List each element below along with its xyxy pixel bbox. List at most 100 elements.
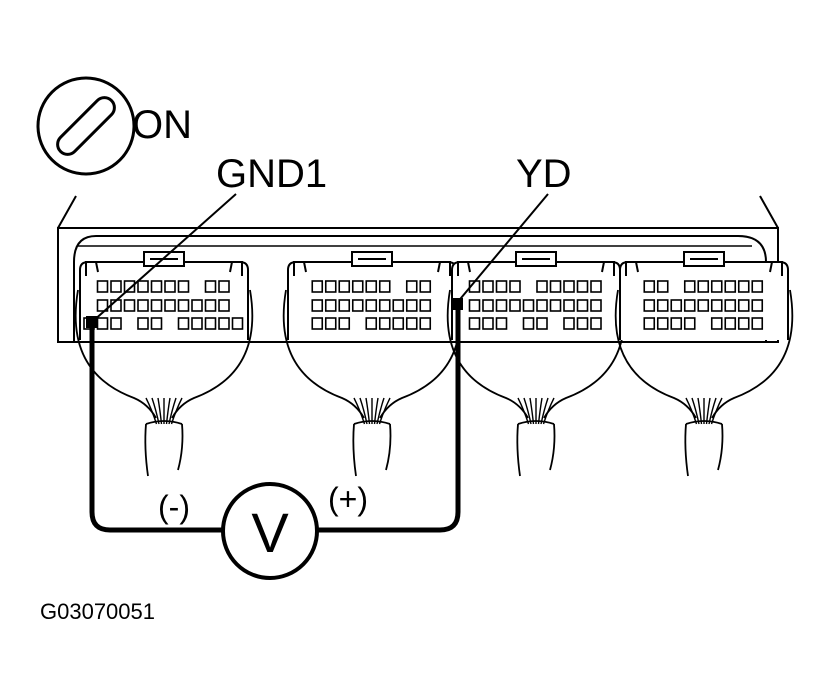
gnd1-probe-tip [86,316,98,328]
pin-cavity [419,280,432,293]
pin-cavity [670,299,683,312]
pin-cavity [522,299,535,312]
pin-cavity [177,280,190,293]
pin-cavity [218,280,230,293]
pin-cavity [365,299,378,312]
pin-cavity [419,317,432,330]
pin-cavity [204,299,217,312]
harness-sleeve [144,420,184,477]
pin-cavity [365,317,378,330]
harness-connectors [74,251,794,477]
pin-cavity [536,317,548,330]
pin-cavity [123,299,136,312]
pin-cavity [536,299,548,312]
pin-cavity [231,317,244,330]
pin-cavity [324,317,337,330]
pin-cavity [96,280,109,293]
harness-wire [353,397,366,425]
pin-cavity [737,299,750,312]
pin-cavity [751,299,764,312]
pin-cavity [164,299,176,312]
connector-clip-right [229,261,243,276]
harness-wire [517,397,530,425]
negative-meter-lead [89,324,222,533]
pin-cavity [590,317,602,330]
connector-clip-right [769,261,783,276]
pin-cavity [123,280,136,293]
pin-cavity [338,280,351,293]
pin-cavity [710,317,723,330]
pin-cavity [96,299,109,312]
pin-cavity [311,299,324,312]
pin-cavity [177,317,190,330]
pin-cavity [311,280,324,293]
pin-cavity [468,299,481,312]
pin-cavity [549,280,562,293]
pin-cavity [218,299,230,312]
connector-clip-right [601,261,615,276]
pin-cavity [751,317,764,330]
pin-cavity [683,299,696,312]
yd-leader-line [455,193,549,305]
pin-cavity [656,317,669,330]
pin-cavity [351,280,364,293]
pin-cavity [482,299,494,312]
pin-cavity [643,317,656,330]
pin-cavity [683,280,696,293]
figure-code: G03070051 [40,599,155,624]
pin-cavity [324,280,337,293]
pin-cavity [495,317,508,330]
pin-cavity [590,299,602,312]
harness-loop [74,289,254,419]
pin-cavity [365,280,378,293]
pin-cavity [468,317,481,330]
pin-cavity [150,280,163,293]
connector-4 [614,251,794,477]
pin-cavity [710,280,723,293]
pin-cavity [378,280,391,293]
pin-cavity [643,299,656,312]
harness-loop [614,289,794,419]
pin-cavity [324,299,337,312]
pin-cavity [590,280,602,293]
pin-cavity [495,280,508,293]
ignition-on-label: ON [132,103,192,147]
positive-lead-label: (+) [328,481,368,517]
pin-cavity [697,280,710,293]
harness-sleeve [352,420,392,477]
pin-cavity [576,299,589,312]
pin-cavity [378,317,391,330]
voltmeter-icon [221,482,319,580]
pin-cavity [137,299,149,312]
pin-cavity [338,317,351,330]
harness-wire [685,397,698,425]
pin-cavity [405,299,418,312]
pin-cavity [563,280,575,293]
connector-clip-left [457,261,471,276]
pin-cavity [204,317,217,330]
connector-clip-right [437,261,451,276]
pin-cavity [311,317,324,330]
pin-cavity [405,317,418,330]
harness-sleeve [516,420,556,477]
pin-cavity [697,299,710,312]
connector-clip-left [293,261,307,276]
pin-cavity [670,317,683,330]
pin-cavity [137,317,149,330]
pin-cavity [137,280,149,293]
harness-wire [710,397,723,425]
pin-cavity [656,299,669,312]
gnd1-leader-line [91,193,237,323]
negative-lead-label: (-) [158,489,190,525]
pin-cavity [576,280,589,293]
pin-cavity [509,299,521,312]
pin-cavity [549,299,562,312]
harness-wire [542,397,555,425]
pin-cavity [378,299,391,312]
pin-cavity [392,299,405,312]
pin-cavity [509,280,521,293]
pin-cavity [751,280,764,293]
pin-cavity [495,299,508,312]
ignition-key-icon [36,76,136,176]
